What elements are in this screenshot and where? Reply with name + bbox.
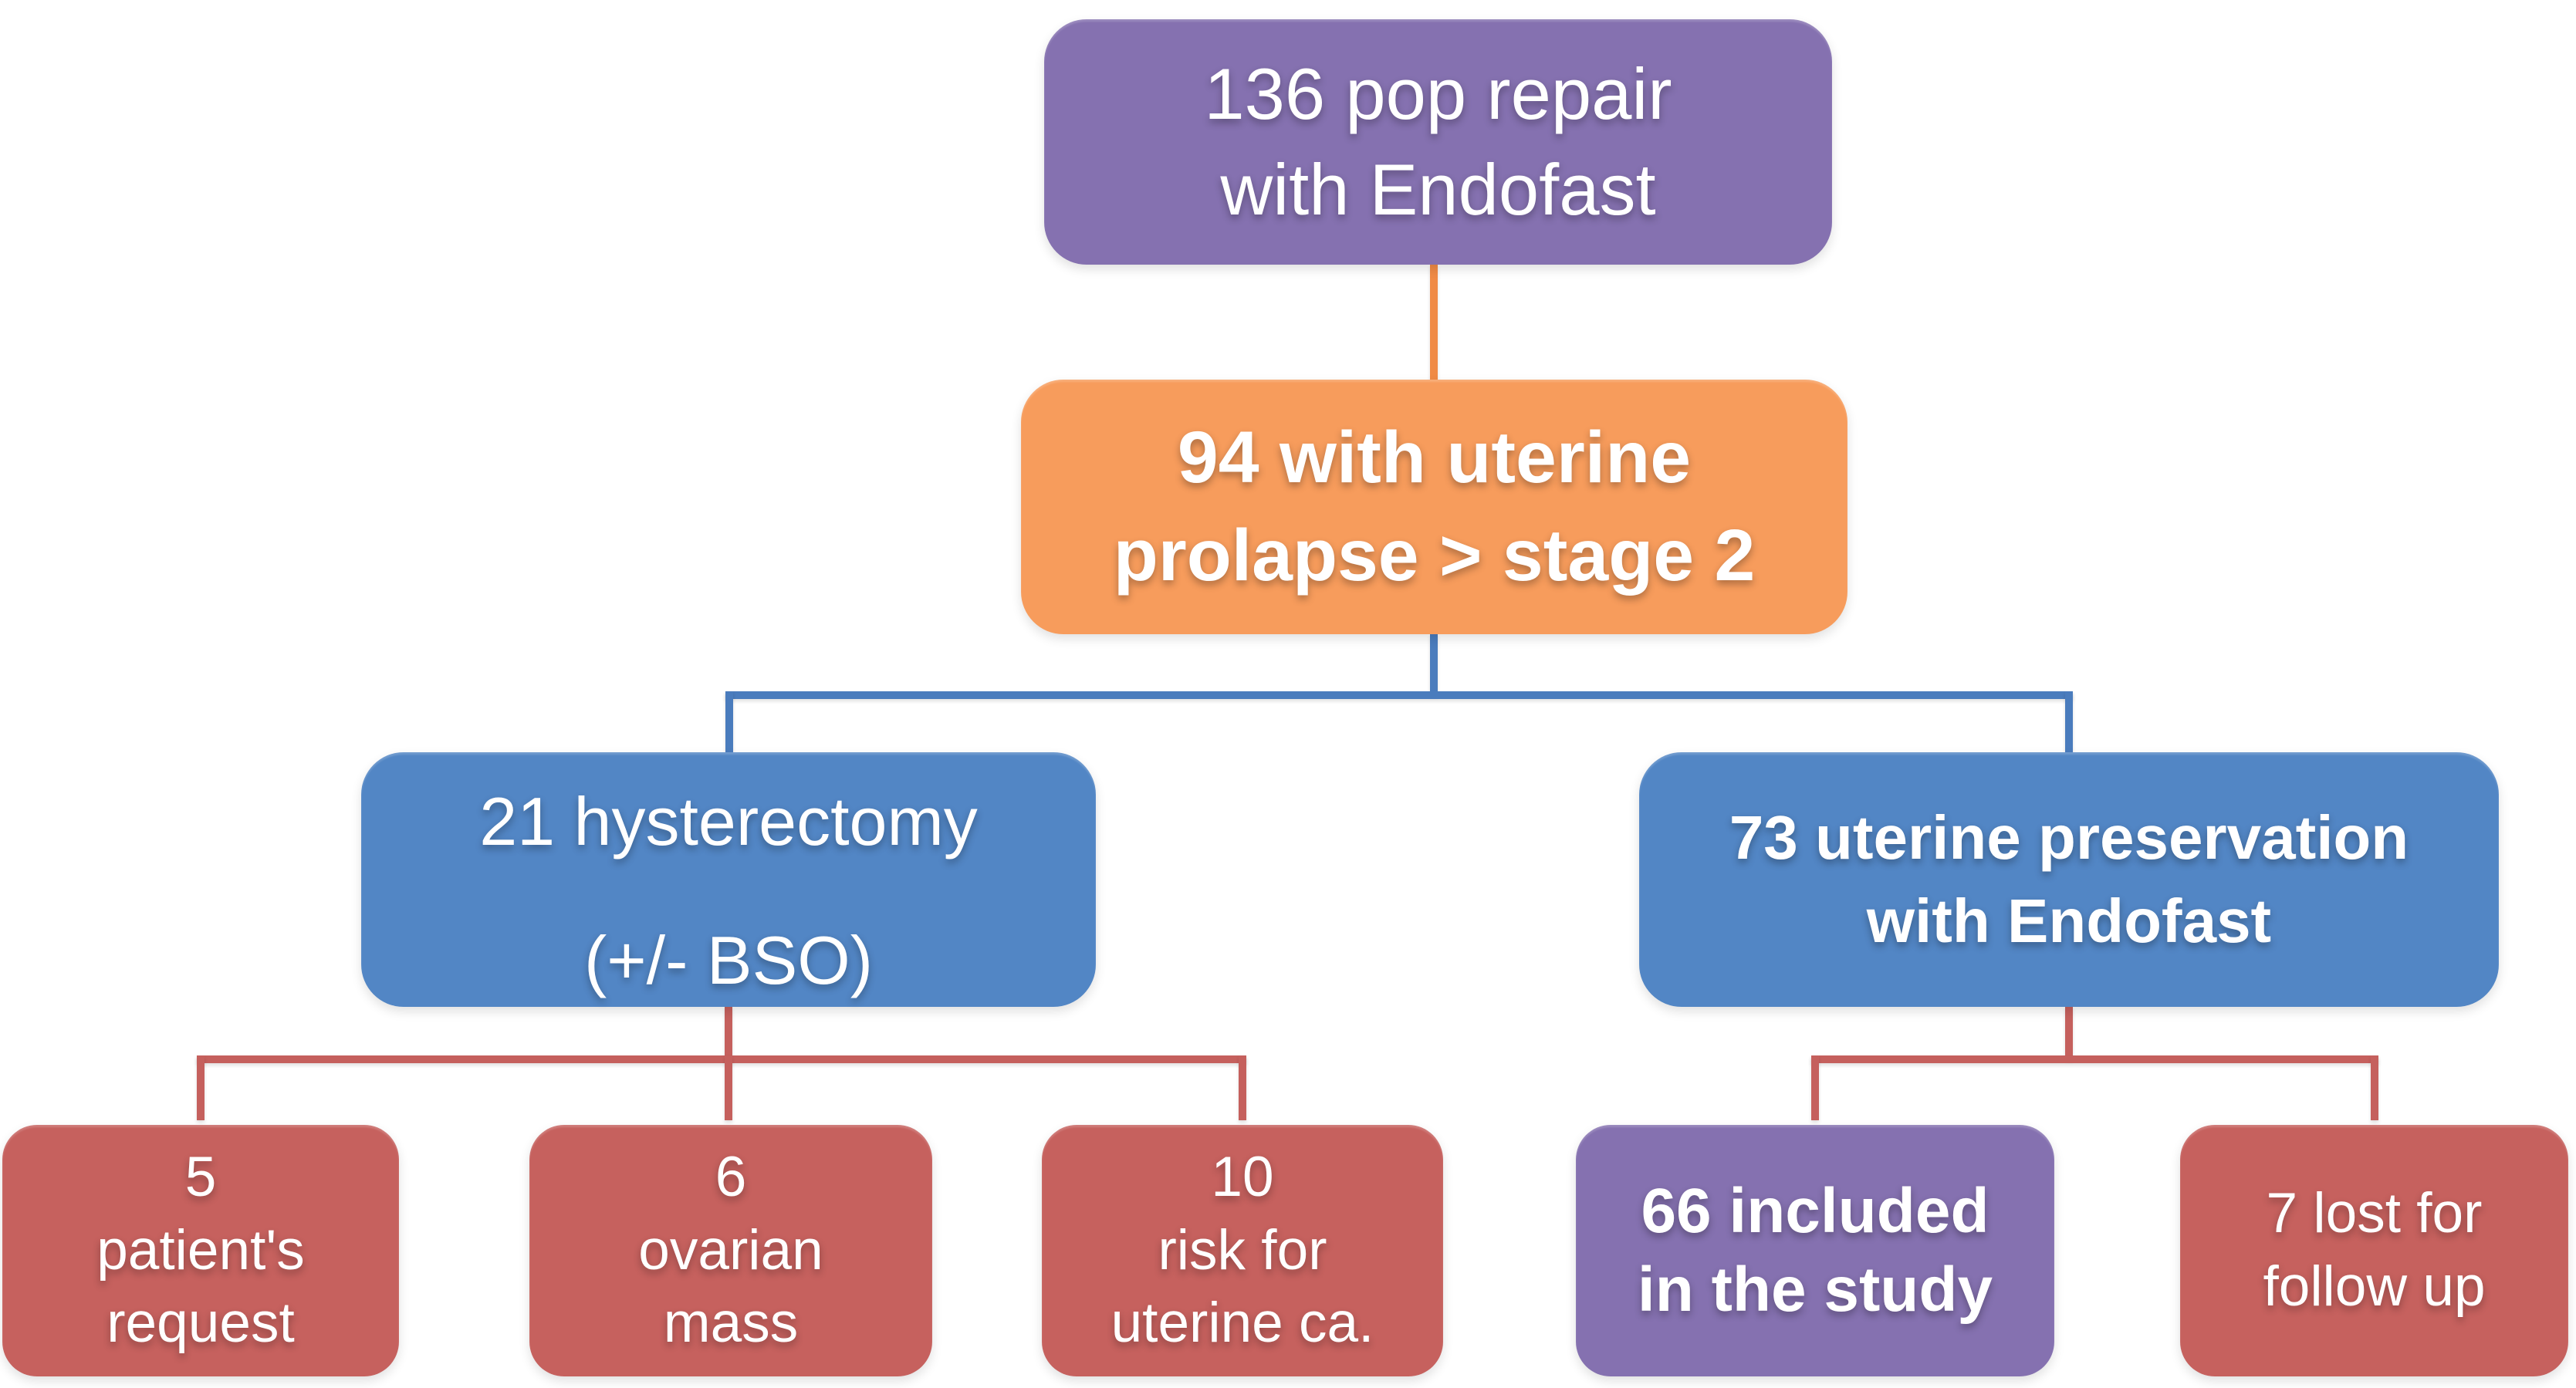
node-included-in-study-line2: in the study [1637, 1255, 1993, 1325]
connector-red-drop-included [1811, 1055, 1819, 1120]
connector-red-drop-lost [2371, 1055, 2378, 1120]
node-uterine-preservation-line2: with Endofast [1866, 886, 2272, 955]
connector-blue-drop-right [2065, 691, 2073, 752]
node-hysterectomy-line2: (+/- BSO) [583, 921, 874, 998]
node-risk-uterine-ca-line1: 10 [1211, 1145, 1274, 1208]
node-uterine-prolapse: 94 with uterine prolapse > stage 2 [1021, 380, 1847, 634]
node-lost-followup: 7 lost for follow up [2180, 1125, 2568, 1376]
connector-blue-bracket-horizontal [725, 691, 2073, 699]
node-uterine-preservation: 73 uterine preservation with Endofast [1639, 752, 2499, 1007]
node-total-pop-repair-line1: 136 pop repair [1204, 52, 1672, 134]
node-uterine-prolapse-line1: 94 with uterine [1177, 416, 1692, 498]
connector-red-drop-ovarian [725, 1055, 732, 1120]
node-patients-request: 5 patient's request [2, 1125, 399, 1376]
connector-preservation-stem [2065, 1007, 2073, 1059]
node-lost-followup-line2: follow up [2263, 1255, 2486, 1318]
connector-blue-drop-left [725, 691, 733, 752]
node-included-in-study: 66 included in the study [1576, 1125, 2054, 1376]
connector-hysterectomy-stem [725, 1007, 732, 1059]
connector-red-bracket-left-horizontal [197, 1055, 1246, 1063]
node-patients-request-line2: patient's [96, 1218, 305, 1282]
node-uterine-prolapse-line2: prolapse > stage 2 [1113, 515, 1756, 596]
node-included-in-study-line1: 66 included [1641, 1175, 1989, 1246]
node-risk-uterine-ca: 10 risk for uterine ca. [1042, 1125, 1443, 1376]
node-risk-uterine-ca-line2: risk for [1158, 1218, 1327, 1282]
node-ovarian-mass-line2: ovarian [638, 1218, 823, 1282]
connector-red-bracket-right-horizontal [1811, 1055, 2378, 1063]
connector-root-to-prolapse [1430, 265, 1438, 380]
node-risk-uterine-ca-line3: uterine ca. [1111, 1292, 1374, 1355]
node-hysterectomy: 21 hysterectomy (+/- BSO) [361, 752, 1096, 1007]
node-lost-followup-line1: 7 lost for [2266, 1182, 2483, 1245]
node-patients-request-line3: request [106, 1292, 295, 1355]
node-ovarian-mass-line1: 6 [715, 1145, 747, 1208]
connector-red-drop-request [197, 1055, 205, 1120]
node-hysterectomy-line1: 21 hysterectomy [479, 783, 978, 860]
node-total-pop-repair-line2: with Endofast [1220, 149, 1656, 230]
connector-prolapse-stem [1430, 634, 1438, 695]
node-ovarian-mass-line3: mass [663, 1292, 799, 1355]
node-total-pop-repair: 136 pop repair with Endofast [1044, 19, 1832, 265]
node-ovarian-mass: 6 ovarian mass [529, 1125, 932, 1376]
node-uterine-preservation-line1: 73 uterine preservation [1729, 803, 2409, 872]
connector-red-drop-risk [1239, 1055, 1246, 1120]
node-patients-request-line1: 5 [184, 1145, 217, 1208]
